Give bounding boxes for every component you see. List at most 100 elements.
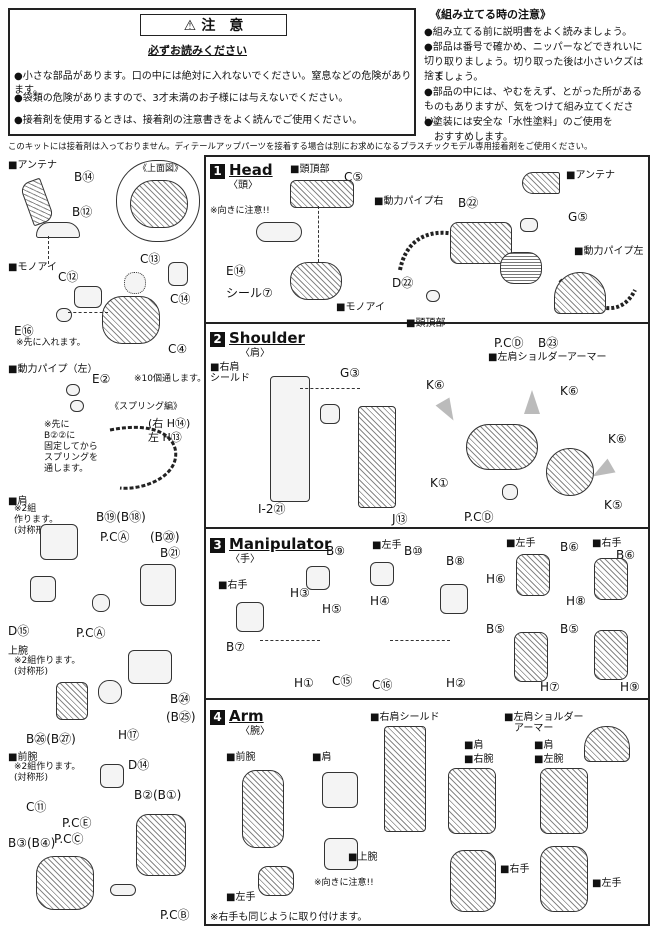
part-c12: C⑫ xyxy=(58,270,79,284)
arm-heading: 4 Arm xyxy=(210,706,264,725)
hand-drawing-4 xyxy=(440,584,468,614)
arm-label-left-hand-2: ■左手 xyxy=(592,878,622,889)
arm-num: 4 xyxy=(210,710,225,725)
manip-gb5a: B⑤ xyxy=(486,622,505,636)
part-b20: (B⑳) xyxy=(150,530,180,544)
arm-label-left-armor: ■左肩ショルダー アーマー xyxy=(504,712,584,734)
hand-open-drawing-2 xyxy=(594,630,628,680)
d15-drawing xyxy=(30,576,56,602)
part-b21: B㉑ xyxy=(160,546,181,560)
notes-line: ●組み立てる前に説明書をよく読みましょう。 xyxy=(424,27,633,38)
head-top-view-drawing xyxy=(130,180,188,228)
notes-title: 《組み立てる時の注意》 xyxy=(430,8,551,21)
manip-part-h2: H② xyxy=(446,676,466,690)
label-left-h13: 左 H⑬ xyxy=(148,431,182,444)
label-upper-arm: 上腕 xyxy=(8,646,28,657)
hand-open-drawing-1 xyxy=(514,632,548,682)
manip-gb6a: B⑥ xyxy=(560,540,579,554)
shoulder-part-k6c: K⑥ xyxy=(608,432,627,446)
arm-forearm-drawing xyxy=(242,770,284,848)
note-shoulder: ※2組 作ります。 (対称形) xyxy=(14,504,59,536)
shield-back-drawing xyxy=(270,376,310,502)
caution-title: 注 意 xyxy=(201,18,244,34)
label-top-view: 《上面図》 xyxy=(138,164,184,174)
upper-arm-block-drawing xyxy=(128,650,172,684)
manip-h8: H⑧ xyxy=(566,594,586,608)
upper-arm-drawing xyxy=(56,682,88,720)
manip-h9: H⑨ xyxy=(620,680,640,694)
caution-box: ⚠ 注 意 必ずお読みください ●小さな部品があります。口の中には絶対に入れない… xyxy=(8,8,416,136)
head-bottom-divider xyxy=(204,322,650,324)
head-label-top-2: ■頭頂部 xyxy=(406,318,446,329)
shield-guide xyxy=(300,388,360,389)
arm-shoulder-drawing xyxy=(322,772,358,808)
part-c14: C⑭ xyxy=(170,292,191,306)
head-part-g5: G⑤ xyxy=(568,210,589,224)
arm-title: Arm xyxy=(229,707,264,725)
arm-label-upper: ■上腕 xyxy=(348,852,378,863)
head-label-pipe-left: ■動力パイプ左 xyxy=(574,246,644,257)
label-power-pipe: ■動力パイプ（左） xyxy=(8,364,98,375)
part-pca-1: P.CⒶ xyxy=(100,530,130,544)
manip-gb5b: B⑤ xyxy=(560,622,579,636)
manip-h7: H⑦ xyxy=(540,680,560,694)
forearm-drawing xyxy=(36,856,94,910)
hand-drawing-1 xyxy=(306,566,330,590)
label-spring: 《スプリング編》 xyxy=(110,402,183,412)
gear-drawing xyxy=(124,272,146,294)
label-mono-eye: ■モノアイ xyxy=(8,262,57,273)
spike-icon-2 xyxy=(524,390,540,414)
manip-label-right: ■右手 xyxy=(218,580,248,591)
part-pce: P.CⒺ xyxy=(62,816,92,830)
head-guide-line xyxy=(318,206,319,262)
manip-part-h3: H③ xyxy=(290,586,310,600)
manip-guide-2 xyxy=(390,640,450,641)
head-mono-drawing xyxy=(290,262,342,300)
head-top-drawing xyxy=(290,180,354,208)
manip-title: Manipulator xyxy=(229,535,332,553)
head-orient-note: ※向きに注意!! xyxy=(210,206,270,216)
manip-part-h1: H① xyxy=(294,676,314,690)
shoulder-part-k6b: K⑥ xyxy=(560,384,579,398)
hand-drawing-2 xyxy=(236,602,264,632)
manip-bottom-divider xyxy=(204,698,650,700)
label-right-h14: (右 H⑭) xyxy=(148,417,191,430)
manip-jp: 〈手〉 xyxy=(230,554,260,565)
part-e16: E⑯ xyxy=(14,324,34,338)
pcd-drawing xyxy=(502,484,518,500)
head-label-mono: ■モノアイ xyxy=(336,302,385,313)
fist-drawing-2 xyxy=(594,558,628,600)
column-divider xyxy=(204,155,206,925)
arm-label-right-hand: ■右手 xyxy=(500,864,530,875)
e2-ring-drawing-2 xyxy=(70,400,84,412)
label-forearm: ■前腕 xyxy=(8,752,38,763)
mono-guide-line xyxy=(68,312,108,313)
head-mesh-drawing xyxy=(500,252,542,284)
head-seal: シール⑦ xyxy=(226,286,273,300)
head-d22-drawing xyxy=(426,290,440,302)
manip-h6: H⑥ xyxy=(486,572,506,586)
manip-part-h5: H⑤ xyxy=(322,602,342,616)
arm-orient-note: ※向きに注意!! xyxy=(314,878,374,888)
forearm-drawing-2 xyxy=(136,814,186,876)
arm-label-left-shoulder: ■肩 xyxy=(534,740,554,751)
shoulder-block-drawing-2 xyxy=(140,564,176,606)
notes-line: り取りましょう。切り取った後は小さいクズは捨て xyxy=(424,57,644,82)
arm-label-left-hand: ■左手 xyxy=(226,892,256,903)
armor-drawing xyxy=(466,424,538,470)
arm-armor-drawing xyxy=(584,726,630,762)
arm-label-right-shield: ■右肩シールド xyxy=(370,712,440,723)
arm-shield-drawing xyxy=(384,726,426,832)
antenna-fin-drawing xyxy=(36,222,80,238)
label-shoulder: ■肩 xyxy=(8,496,28,507)
shoulder-part-k1: K① xyxy=(430,476,449,490)
g3-drawing xyxy=(320,404,340,424)
fist-drawing-1 xyxy=(516,554,550,596)
part-d14: D⑭ xyxy=(128,758,150,772)
bottom-border xyxy=(204,924,650,926)
part-d15: D⑮ xyxy=(8,624,30,638)
c14-part-drawing xyxy=(168,262,188,286)
arm-label-shoulder: ■肩 xyxy=(312,752,332,763)
part-c13: C⑬ xyxy=(140,252,161,266)
